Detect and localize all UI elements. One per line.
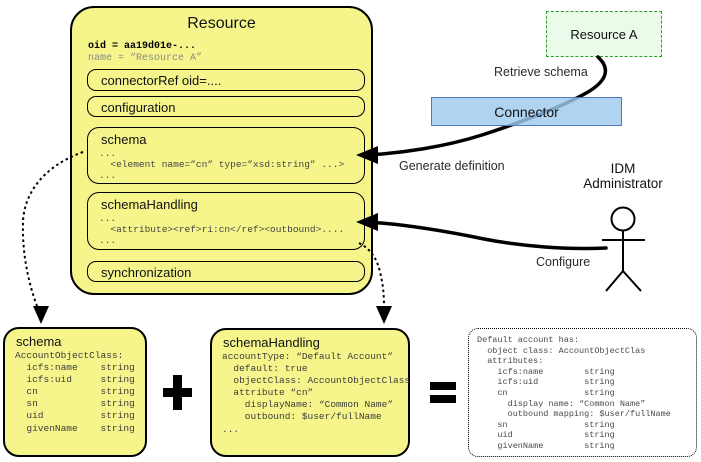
schema-section: schema ... <element name=”cn” type=”xsd:…: [87, 127, 365, 184]
stick-figure-left-leg: [605, 270, 624, 292]
resource-oid: oid = aa19d01e-...: [88, 41, 197, 52]
stick-figure-right-leg: [622, 270, 642, 292]
resource-title: Resource: [187, 15, 256, 32]
connector-ref-box: connectorRef oid=....: [87, 69, 365, 91]
arrowhead-into-schema-handling-detail-icon: [376, 306, 392, 324]
schema-handling-section-code: ... <attribute><ref>ri:cn</ref><outbound…: [99, 213, 345, 246]
plus-vertical-bar: [173, 375, 182, 410]
configure-curve: [364, 220, 608, 251]
schema-detail-code: AccountObjectClass: icfs:name string icf…: [15, 350, 135, 434]
resource-name: name = “Resource A”: [88, 53, 203, 64]
resource-a-label: Resource A: [570, 26, 638, 42]
equals-operator: =: [430, 382, 456, 403]
configuration-box: configuration: [87, 96, 365, 117]
configure-label: Configure: [536, 255, 591, 269]
retrieve-schema-label: Retrieve schema: [494, 65, 588, 79]
stick-figure-head: [610, 206, 636, 232]
arrowhead-into-schema-detail-icon: [33, 306, 49, 324]
schema-handling-section: schemaHandling ... <attribute><ref>ri:cn…: [87, 192, 365, 250]
equals-bottom-bar: [430, 395, 456, 403]
schema-handling-detail-code: accountType: “Default Account” default: …: [222, 351, 411, 435]
schema-detail-title: schema: [16, 334, 62, 349]
resource-a-box: Resource A: [546, 11, 662, 57]
schema-section-code: ... <element name=”cn” type=”xsd:string”…: [99, 148, 345, 181]
plus-operator: +: [163, 375, 192, 410]
idm-administrator-figure-icon: [602, 206, 645, 292]
synchronization-label: synchronization: [101, 264, 192, 280]
default-account-result-box: Default account has: object class: Accou…: [468, 328, 697, 457]
equals-top-bar: [430, 382, 456, 390]
schema-handling-detail-title: schemaHandling: [223, 335, 320, 350]
schema-handling-detail-box: schemaHandling accountType: “Default Acc…: [210, 328, 410, 457]
schema-detail-box: schema AccountObjectClass: icfs:name str…: [3, 327, 147, 457]
connector-label: Connector: [494, 103, 559, 120]
generate-definition-label: Generate definition: [399, 159, 505, 173]
connector-ref-label: connectorRef oid=....: [101, 72, 222, 88]
resource-box: Resource oid = aa19d01e-... name = “Reso…: [70, 6, 373, 295]
synchronization-box: synchronization: [87, 261, 365, 282]
idm-administrator-label: IDM Administrator: [583, 161, 663, 191]
configure-arrow: [356, 213, 608, 251]
plus-symbol-text: +: [163, 375, 164, 376]
connector-box: Connector: [431, 97, 622, 126]
schema-section-title: schema: [101, 132, 147, 147]
schema-handling-section-title: schemaHandling: [101, 197, 198, 212]
configuration-label: configuration: [101, 99, 176, 115]
default-account-result-code: Default account has: object class: Accou…: [477, 335, 671, 451]
